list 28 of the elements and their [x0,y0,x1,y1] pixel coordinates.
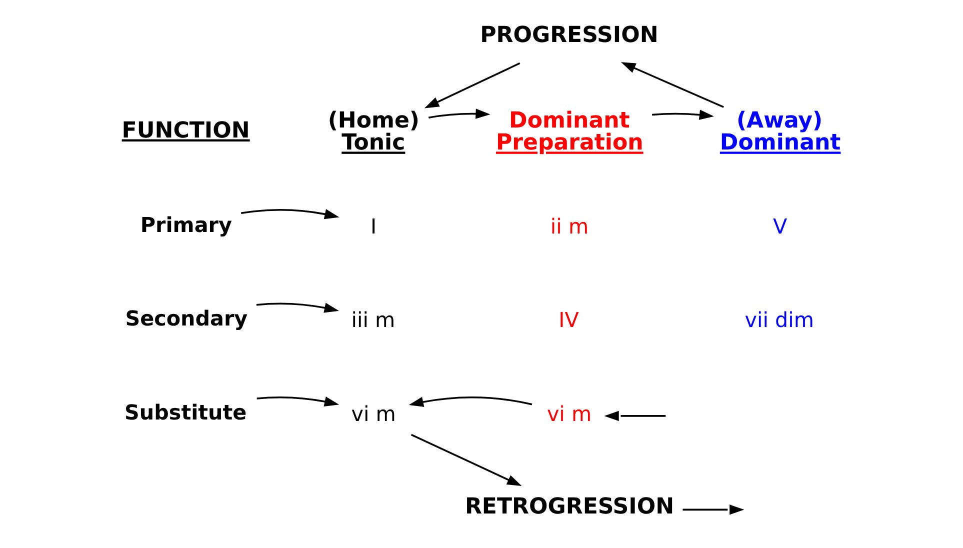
arrow [428,108,490,119]
node-text: (Home) Tonic [328,108,420,156]
arrow [240,209,340,220]
node-text: vii dim [744,308,814,332]
node-text: vi m [546,402,592,426]
node-text: iii m [351,308,396,332]
arrow [408,396,532,407]
arrow [256,302,339,313]
node-text: V [772,214,788,238]
arrow [410,434,522,486]
arrow [682,504,744,515]
node-text: ii m [550,214,589,238]
node-text: FUNCTION [122,118,250,144]
arrow [620,62,724,108]
node-text: Substitute [124,400,247,424]
node-text: I [370,214,377,238]
node-text: vi m [351,402,396,426]
arrow [424,62,520,108]
node-text: (Away) Dominant [720,108,841,156]
node-text: PROGRESSION [480,23,658,48]
node-text: Primary [140,212,232,237]
arrow [256,396,340,407]
node-text: RETROGRESSION [464,494,674,520]
arrow [604,410,666,422]
arrow [652,110,714,120]
node-text: Dominant Preparation [496,108,644,156]
node-text: Secondary [125,306,248,331]
node-text: IV [558,308,579,332]
